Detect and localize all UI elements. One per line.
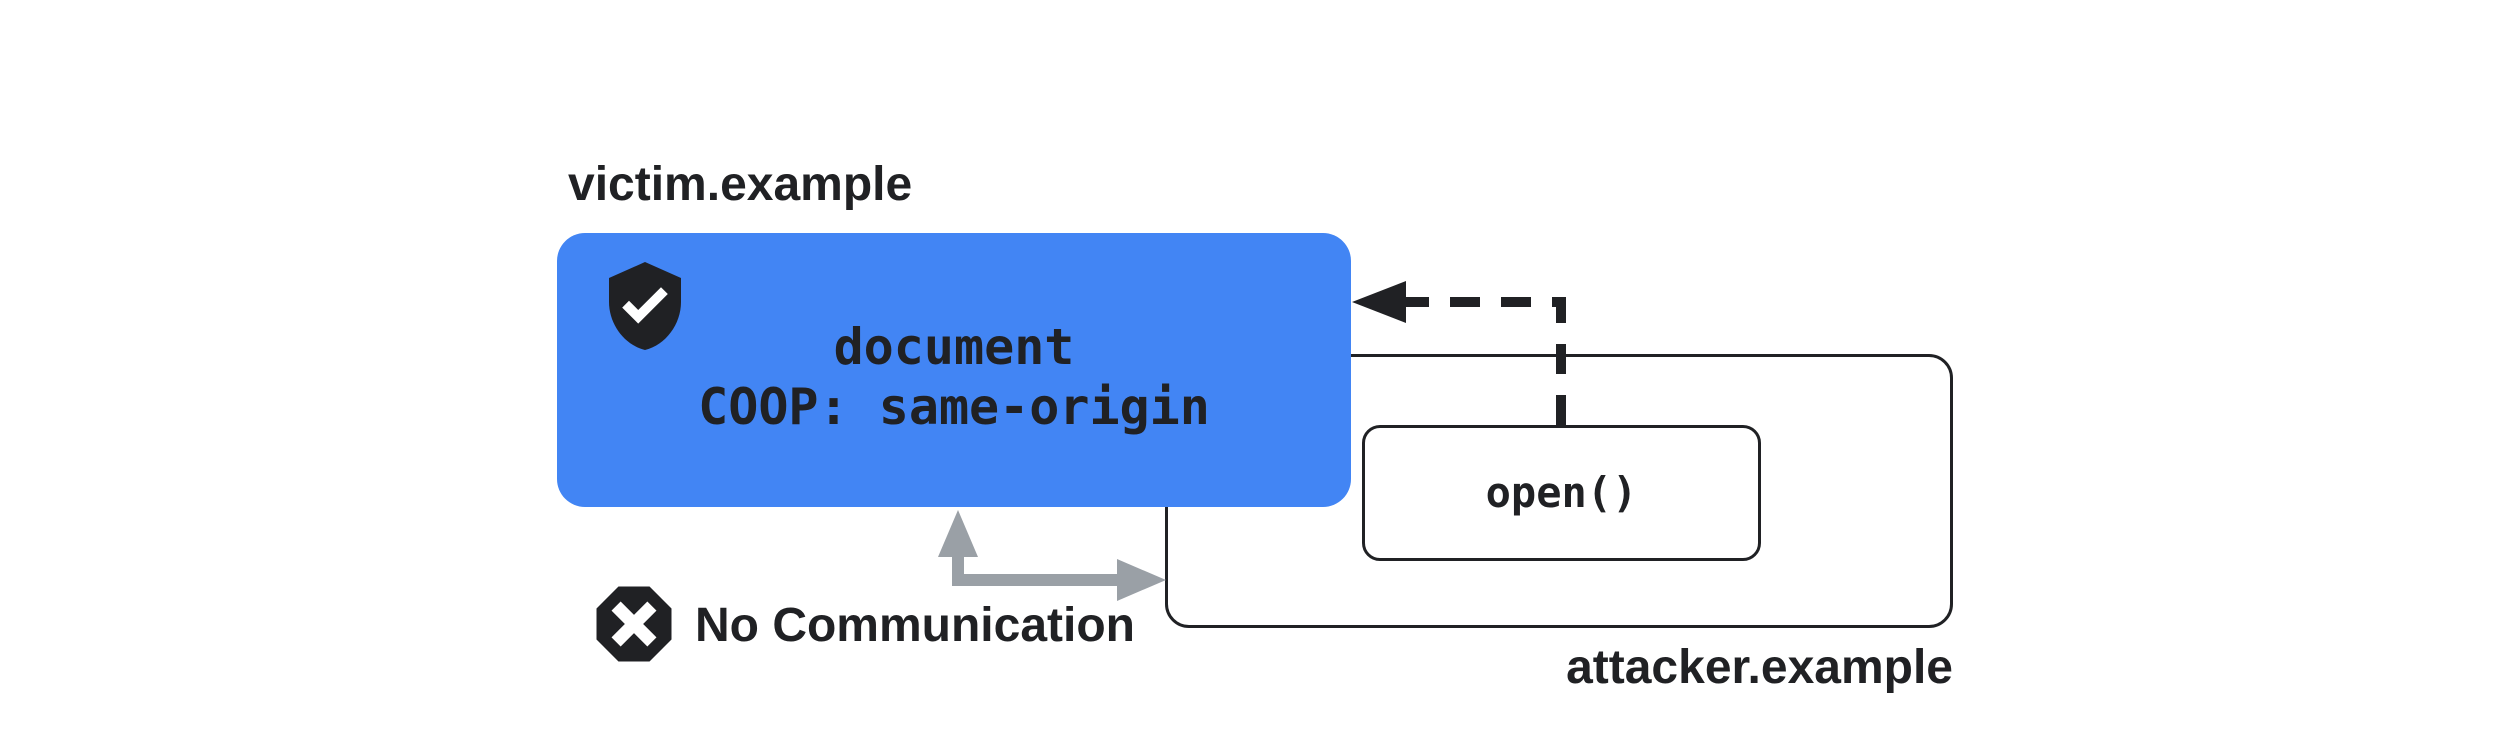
victim-domain-label: victim.example [568, 158, 913, 211]
document-line: document [833, 318, 1075, 376]
blocked-arrow-line [952, 552, 1119, 586]
blocked-arrow-head-up [938, 510, 978, 557]
octagon-x-icon [596, 586, 672, 662]
open-call-box: open() [1362, 425, 1761, 561]
shield-check-icon [609, 262, 681, 350]
blocked-arrow-head-right [1117, 559, 1166, 601]
victim-document-text: document COOP: same-origin [557, 317, 1351, 437]
check-glyph [622, 287, 668, 324]
open-dashed-arrow-head [1352, 281, 1406, 323]
x-glyph [611, 601, 657, 647]
victim-document-box: document COOP: same-origin [557, 233, 1351, 507]
no-communication-label: No Communication [695, 599, 1135, 652]
coop-header-line: COOP: same-origin [698, 378, 1210, 436]
attacker-domain-label: attacker.example [1566, 641, 1953, 694]
open-call-label: open() [1485, 468, 1638, 517]
